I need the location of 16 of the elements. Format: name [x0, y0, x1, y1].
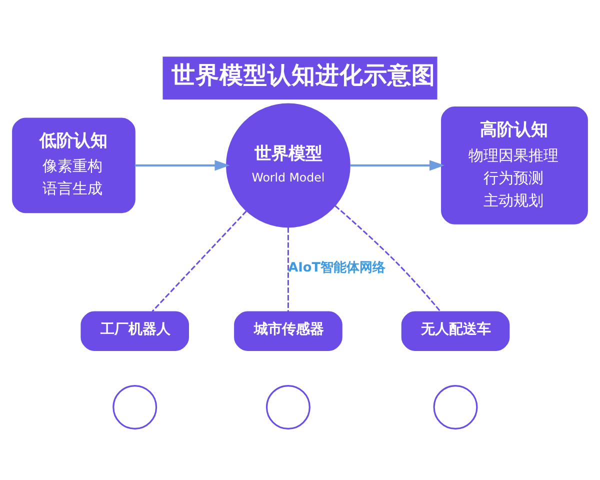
node-circle: 世界模型 World Model: [226, 102, 350, 228]
node-circle: [112, 384, 158, 430]
arrow: [134, 160, 230, 170]
connector: [152, 210, 247, 312]
diagram-title: 世界模型认知进化示意图: [171, 60, 436, 88]
node-circle: [433, 384, 478, 430]
node-circle: [266, 384, 310, 430]
node-box: 低阶认知 像素重构 语言生成: [12, 117, 136, 213]
node-box: 城市传感器: [234, 310, 342, 350]
node-box: 工厂机器人: [80, 310, 189, 350]
arrow: [350, 160, 445, 170]
edge-label: AIoT智能体网络: [288, 260, 386, 276]
connector: [287, 226, 289, 312]
node-box: 无人配送车: [401, 310, 510, 350]
node-box: 高阶认知 物理因果推理 行为预测 主动规划: [441, 106, 588, 224]
connector: [334, 204, 442, 312]
